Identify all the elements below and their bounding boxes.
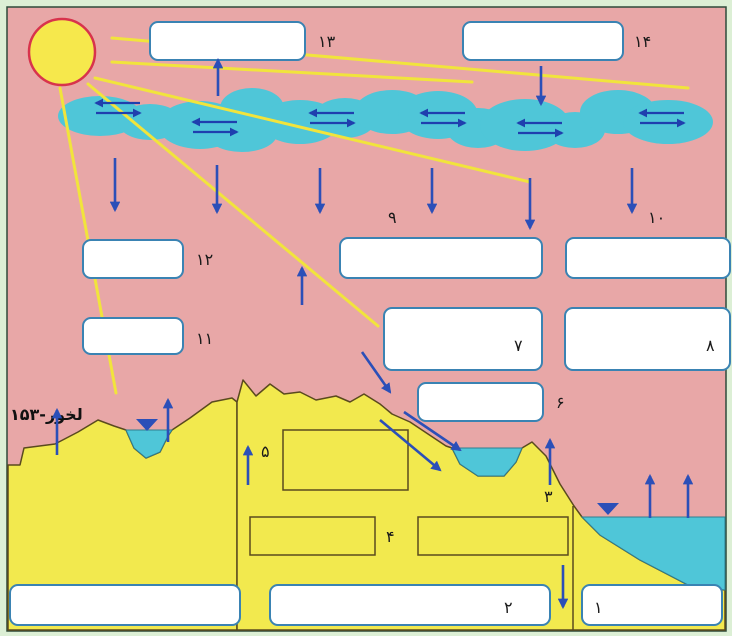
label-box-10 xyxy=(566,238,730,278)
label-box-1 xyxy=(582,585,722,625)
label-14: ۱۴ xyxy=(634,32,651,51)
label-box-9 xyxy=(340,238,542,278)
label-1: ۱ xyxy=(594,598,603,617)
label-box-11 xyxy=(83,318,183,354)
label-3: ۳ xyxy=(544,487,553,506)
label-13: ۱۳ xyxy=(318,32,336,51)
label-box-bottom-left xyxy=(10,585,240,625)
caption-text: ۱۵۳-لخور xyxy=(10,405,83,424)
label-11: ۱۱ xyxy=(196,329,213,348)
label-8: ۸ xyxy=(706,336,715,355)
label-box-6 xyxy=(418,383,543,421)
label-box-12 xyxy=(83,240,183,278)
label-box-14 xyxy=(463,22,623,60)
label-12: ۱۲ xyxy=(196,250,213,269)
label-4: ۴ xyxy=(386,527,395,546)
label-2: ۲ xyxy=(504,598,513,617)
label-5: ۵ xyxy=(261,442,270,461)
label-6: ۶ xyxy=(556,393,565,412)
label-10: ۱۰ xyxy=(648,208,665,227)
sun xyxy=(29,19,95,85)
label-9: ۹ xyxy=(388,208,397,227)
label-box-13 xyxy=(150,22,305,60)
label-7: ۷ xyxy=(514,336,523,355)
